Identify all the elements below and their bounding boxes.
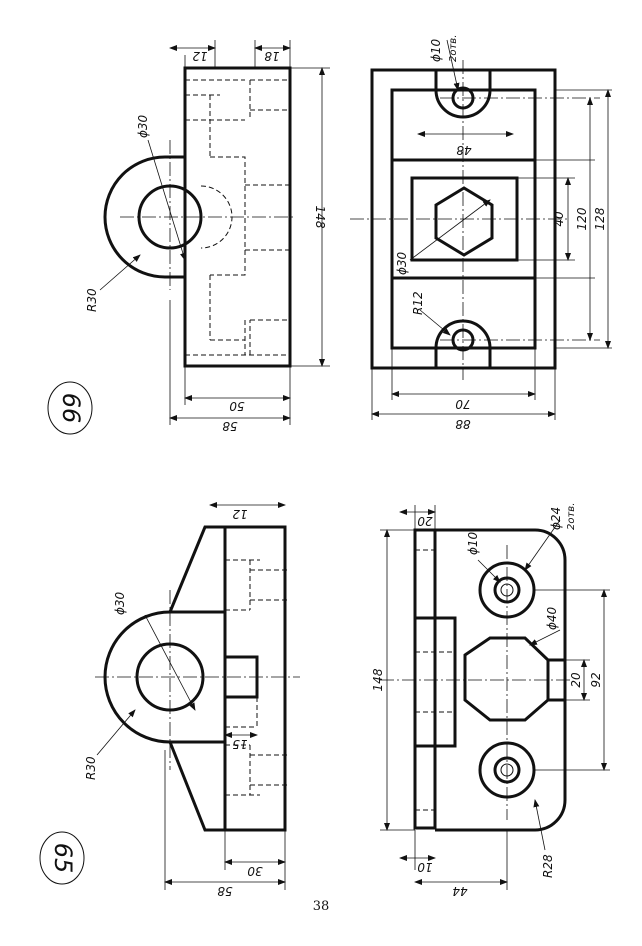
boss-arc-66 (103, 155, 185, 279)
side-view-65: 12 15 30 58 R30 ϕ30 (84, 502, 300, 898)
hole-outer-note-65: ϕ24 (549, 507, 563, 530)
dim-20-65: 20 (417, 514, 433, 528)
dim-40-66: 40 (552, 211, 566, 227)
hole-inner-note-65: ϕ10 (466, 531, 480, 555)
number-circle-65 (39, 831, 85, 885)
top-view-65: 20 148 20 92 10 44 ϕ24 (371, 503, 610, 898)
side-body-66 (183, 66, 292, 368)
drawing-65: 65 12 15 30 58 (39, 502, 610, 898)
leader (147, 139, 186, 261)
leader (99, 254, 141, 291)
dim-44-65: 44 (452, 884, 467, 898)
hex-nut-65 (463, 636, 550, 722)
top-dims-65: 20 148 20 92 10 44 ϕ24 (371, 503, 610, 898)
dim-20b-65: 20 (569, 672, 583, 688)
dim-92-65: 92 (589, 672, 603, 687)
leader (144, 614, 196, 711)
top-hidden-65 (415, 549, 455, 811)
side-dims-65: 12 15 30 58 R30 ϕ30 (84, 502, 286, 898)
dim-148-66: 148 (313, 206, 327, 229)
number-label-66: 66 (57, 393, 85, 424)
hole-count-65: 2отв. (566, 503, 577, 530)
hex-phi40-65: ϕ40 (545, 606, 559, 630)
hex-phi30-66: ϕ30 (395, 251, 409, 275)
side-view-66: 12 18 148 50 58 R30 (85, 40, 330, 433)
top-dims-66: 48 40 120 128 70 88 (371, 35, 612, 431)
dim-18-66: 18 (264, 49, 280, 63)
diameter-phi30-65: ϕ30 (113, 591, 127, 615)
top-view-66: 48 40 120 128 70 88 (350, 35, 612, 431)
hex-nut-66 (434, 186, 494, 257)
web-bottom (168, 741, 225, 832)
leader (409, 199, 491, 261)
radius-r30-65: R30 (84, 756, 98, 780)
dim-48-66: 48 (456, 143, 472, 157)
rib-65 (413, 528, 437, 830)
dim-148-65: 148 (371, 668, 385, 691)
dim-12-65: 12 (232, 507, 247, 521)
dim-10-65: 10 (417, 860, 433, 874)
dim-15-65: 15 (232, 737, 247, 751)
leader (524, 519, 561, 571)
side-dims-66: 12 18 148 50 58 R30 (85, 40, 330, 433)
dim-70-66: 70 (455, 397, 471, 411)
drawing-number-65: 65 (39, 831, 85, 885)
side-hidden-66 (185, 79, 290, 356)
dim-120-66: 120 (575, 207, 589, 230)
radius-r28-65: R28 (541, 854, 555, 878)
hole-note-66: ϕ10 (429, 38, 443, 62)
leader (419, 309, 451, 336)
dim-58-65: 58 (217, 884, 233, 898)
dim-58-66: 58 (222, 419, 238, 433)
leader (533, 799, 546, 851)
drawing-number-66: 66 (47, 381, 93, 435)
dim-128-66: 128 (593, 207, 607, 230)
dim-50-66: 50 (229, 399, 245, 413)
drawing-66: 66 12 18 (47, 35, 612, 435)
number-circle-66 (47, 381, 93, 435)
leader (446, 39, 460, 91)
leader (477, 559, 501, 583)
diameter-phi30-66: ϕ30 (136, 114, 150, 138)
web-top (168, 525, 225, 613)
dim-30-65: 30 (247, 864, 263, 878)
radius-r12-66: R12 (411, 291, 425, 315)
number-label-65: 65 (49, 843, 77, 874)
radius-r30-66: R30 (85, 288, 99, 312)
leader (96, 709, 136, 756)
page-number: 38 (313, 899, 330, 914)
side-hidden-65 (225, 559, 290, 796)
leader (529, 629, 561, 646)
center-block-65 (413, 616, 457, 748)
dim-88-66: 88 (455, 417, 471, 431)
dim-12-66: 12 (192, 49, 207, 63)
hole-count-66: 2отв. (448, 35, 459, 62)
